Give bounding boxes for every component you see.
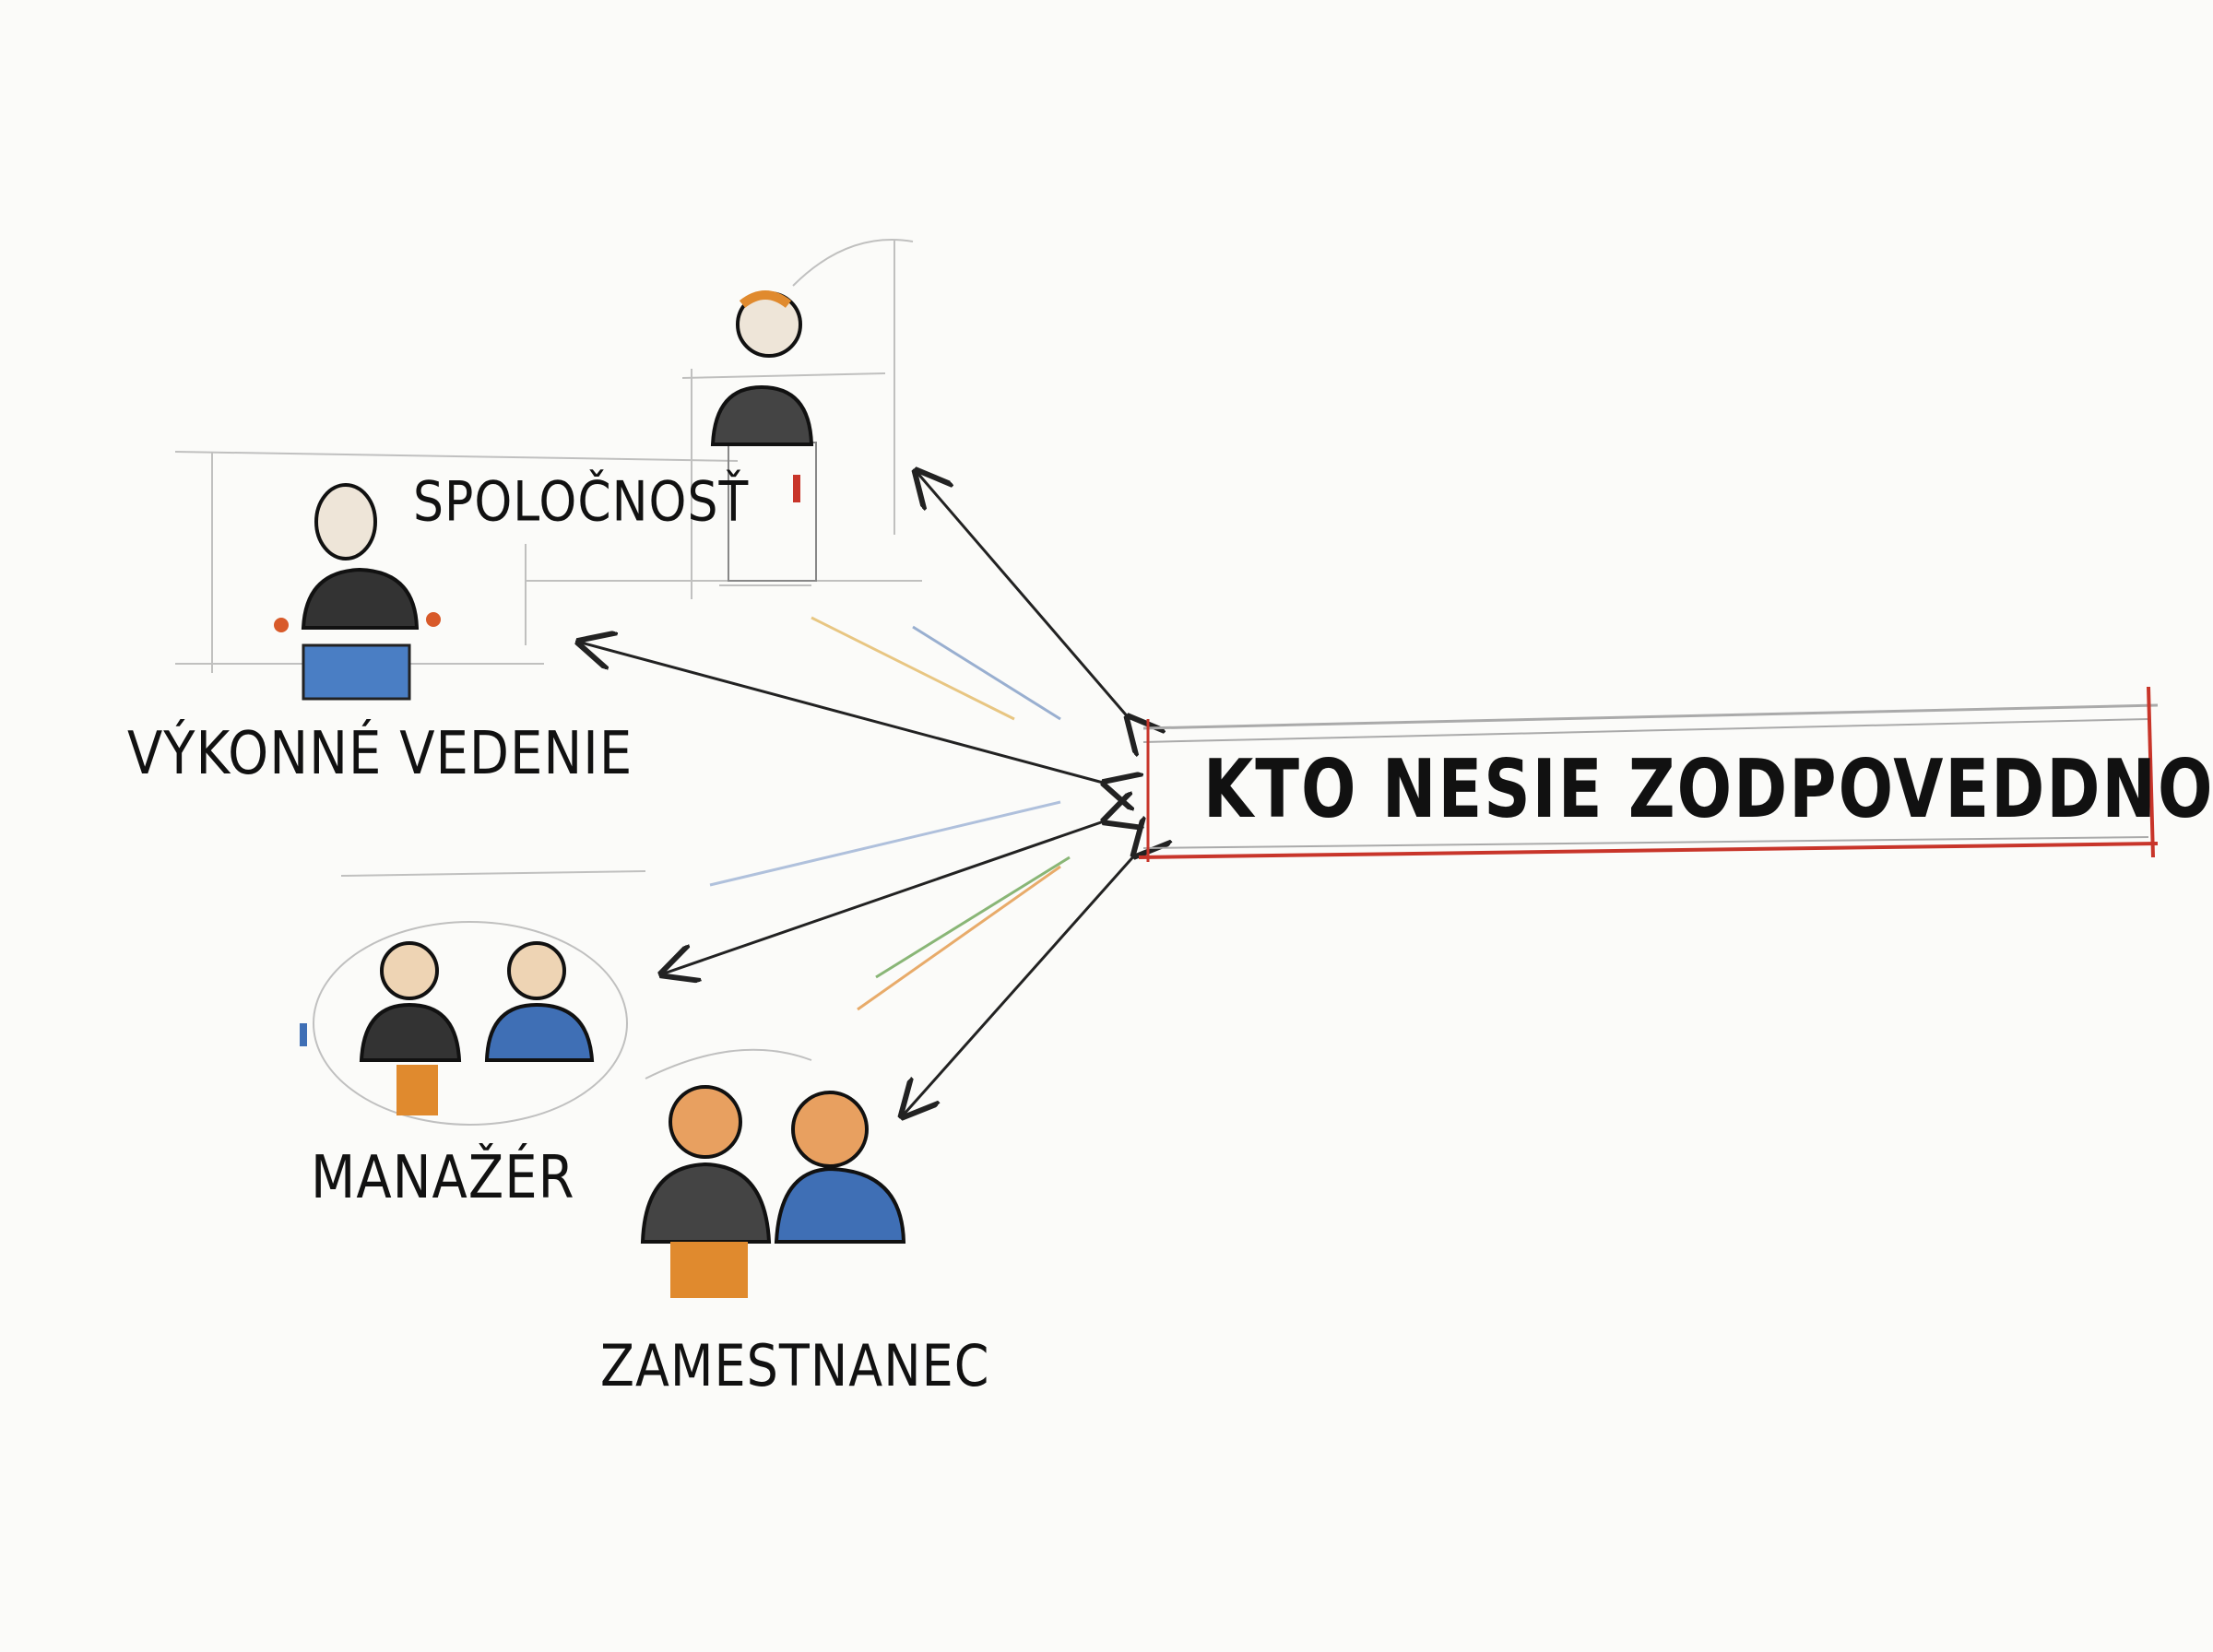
company-person-icon: [710, 290, 817, 582]
colored-strokes: [709, 616, 1071, 1011]
executive-person-icon: [274, 483, 441, 701]
label-executive: VÝKONNÉ VEDENIE: [127, 719, 633, 788]
manager-persons-icon: [300, 941, 595, 1115]
responsibility-arrows: [581, 473, 1136, 1115]
label-manager: MANAŽÉR: [311, 1143, 575, 1212]
label-employee: ZAMESTNANEC: [600, 1332, 990, 1399]
title-box-frame: [1138, 686, 2159, 862]
construction-lines: [174, 239, 922, 1126]
label-company: SPOLOČNOSŤ: [413, 470, 750, 535]
employee-persons-icon: [640, 1085, 906, 1298]
diagram-title: KTO NESIE ZODPOVEDDNOSŤ: [1203, 741, 2213, 837]
